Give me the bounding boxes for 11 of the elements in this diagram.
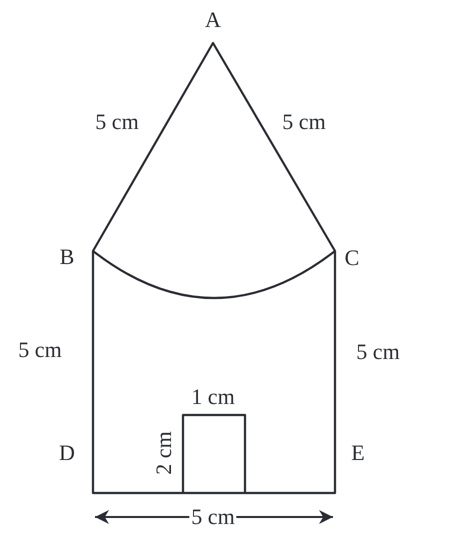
dimension-label: 2 cm [153,431,175,475]
vertex-label: B [60,246,74,268]
vertex-label: E [351,442,365,464]
dimension-label: 5 cm [18,339,62,361]
dimension-label: 5 cm [356,341,400,363]
dimension-label: 1 cm [191,386,235,408]
dimension-label: 5 cm [95,111,139,133]
dimension-label: 5 cm [282,111,326,133]
vertex-label: D [59,442,75,464]
vertex-label: A [205,9,221,31]
vertex-label: C [344,247,360,269]
